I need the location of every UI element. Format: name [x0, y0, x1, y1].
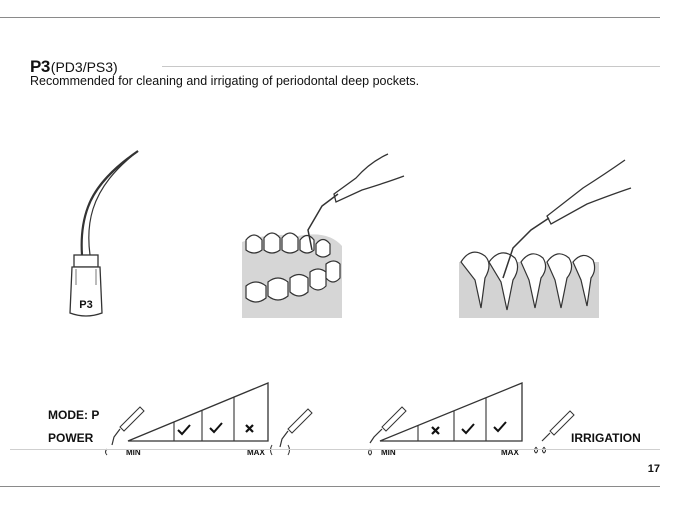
handpiece-min-icon — [105, 406, 145, 456]
power-max-label: MAX — [247, 448, 265, 457]
settings-rule — [10, 449, 660, 450]
bottom-rule — [0, 486, 660, 487]
irrigation-label: IRRIGATION — [571, 431, 641, 445]
pocket-illustration — [459, 159, 632, 318]
level-1-check-icon — [177, 424, 191, 436]
power-gauge — [105, 382, 313, 456]
tip-illustration: P3 — [69, 150, 139, 317]
tip-label: P3 — [79, 299, 92, 311]
handpiece-max-icon — [270, 408, 313, 456]
title-rule — [162, 66, 660, 67]
tip-code: P3 — [30, 57, 50, 76]
power-min-label: MIN — [126, 448, 141, 457]
level-2-check-icon — [209, 422, 223, 434]
description: Recommended for cleaning and irrigating … — [30, 74, 420, 88]
mode-label: MODE: P — [48, 408, 100, 422]
irrigation-level-1-cross-icon — [431, 426, 440, 435]
handpiece-drops-max-icon — [534, 410, 575, 454]
page-title: P3(PD3/PS3) — [30, 57, 118, 77]
handpiece-drop-min-icon — [368, 406, 407, 456]
level-3-cross-icon — [245, 424, 254, 433]
irrigation-gauge — [368, 382, 575, 456]
page-number: 17 — [647, 463, 660, 475]
jaw-illustration — [242, 153, 405, 318]
irrigation-max-label: MAX — [501, 448, 519, 457]
irrigation-min-label: MIN — [381, 448, 396, 457]
irrigation-level-2-check-icon — [461, 423, 475, 435]
top-rule — [0, 17, 660, 18]
irrigation-level-3-check-icon — [493, 421, 507, 433]
power-label: POWER — [48, 431, 94, 445]
tip-alt-codes: (PD3/PS3) — [50, 59, 118, 75]
